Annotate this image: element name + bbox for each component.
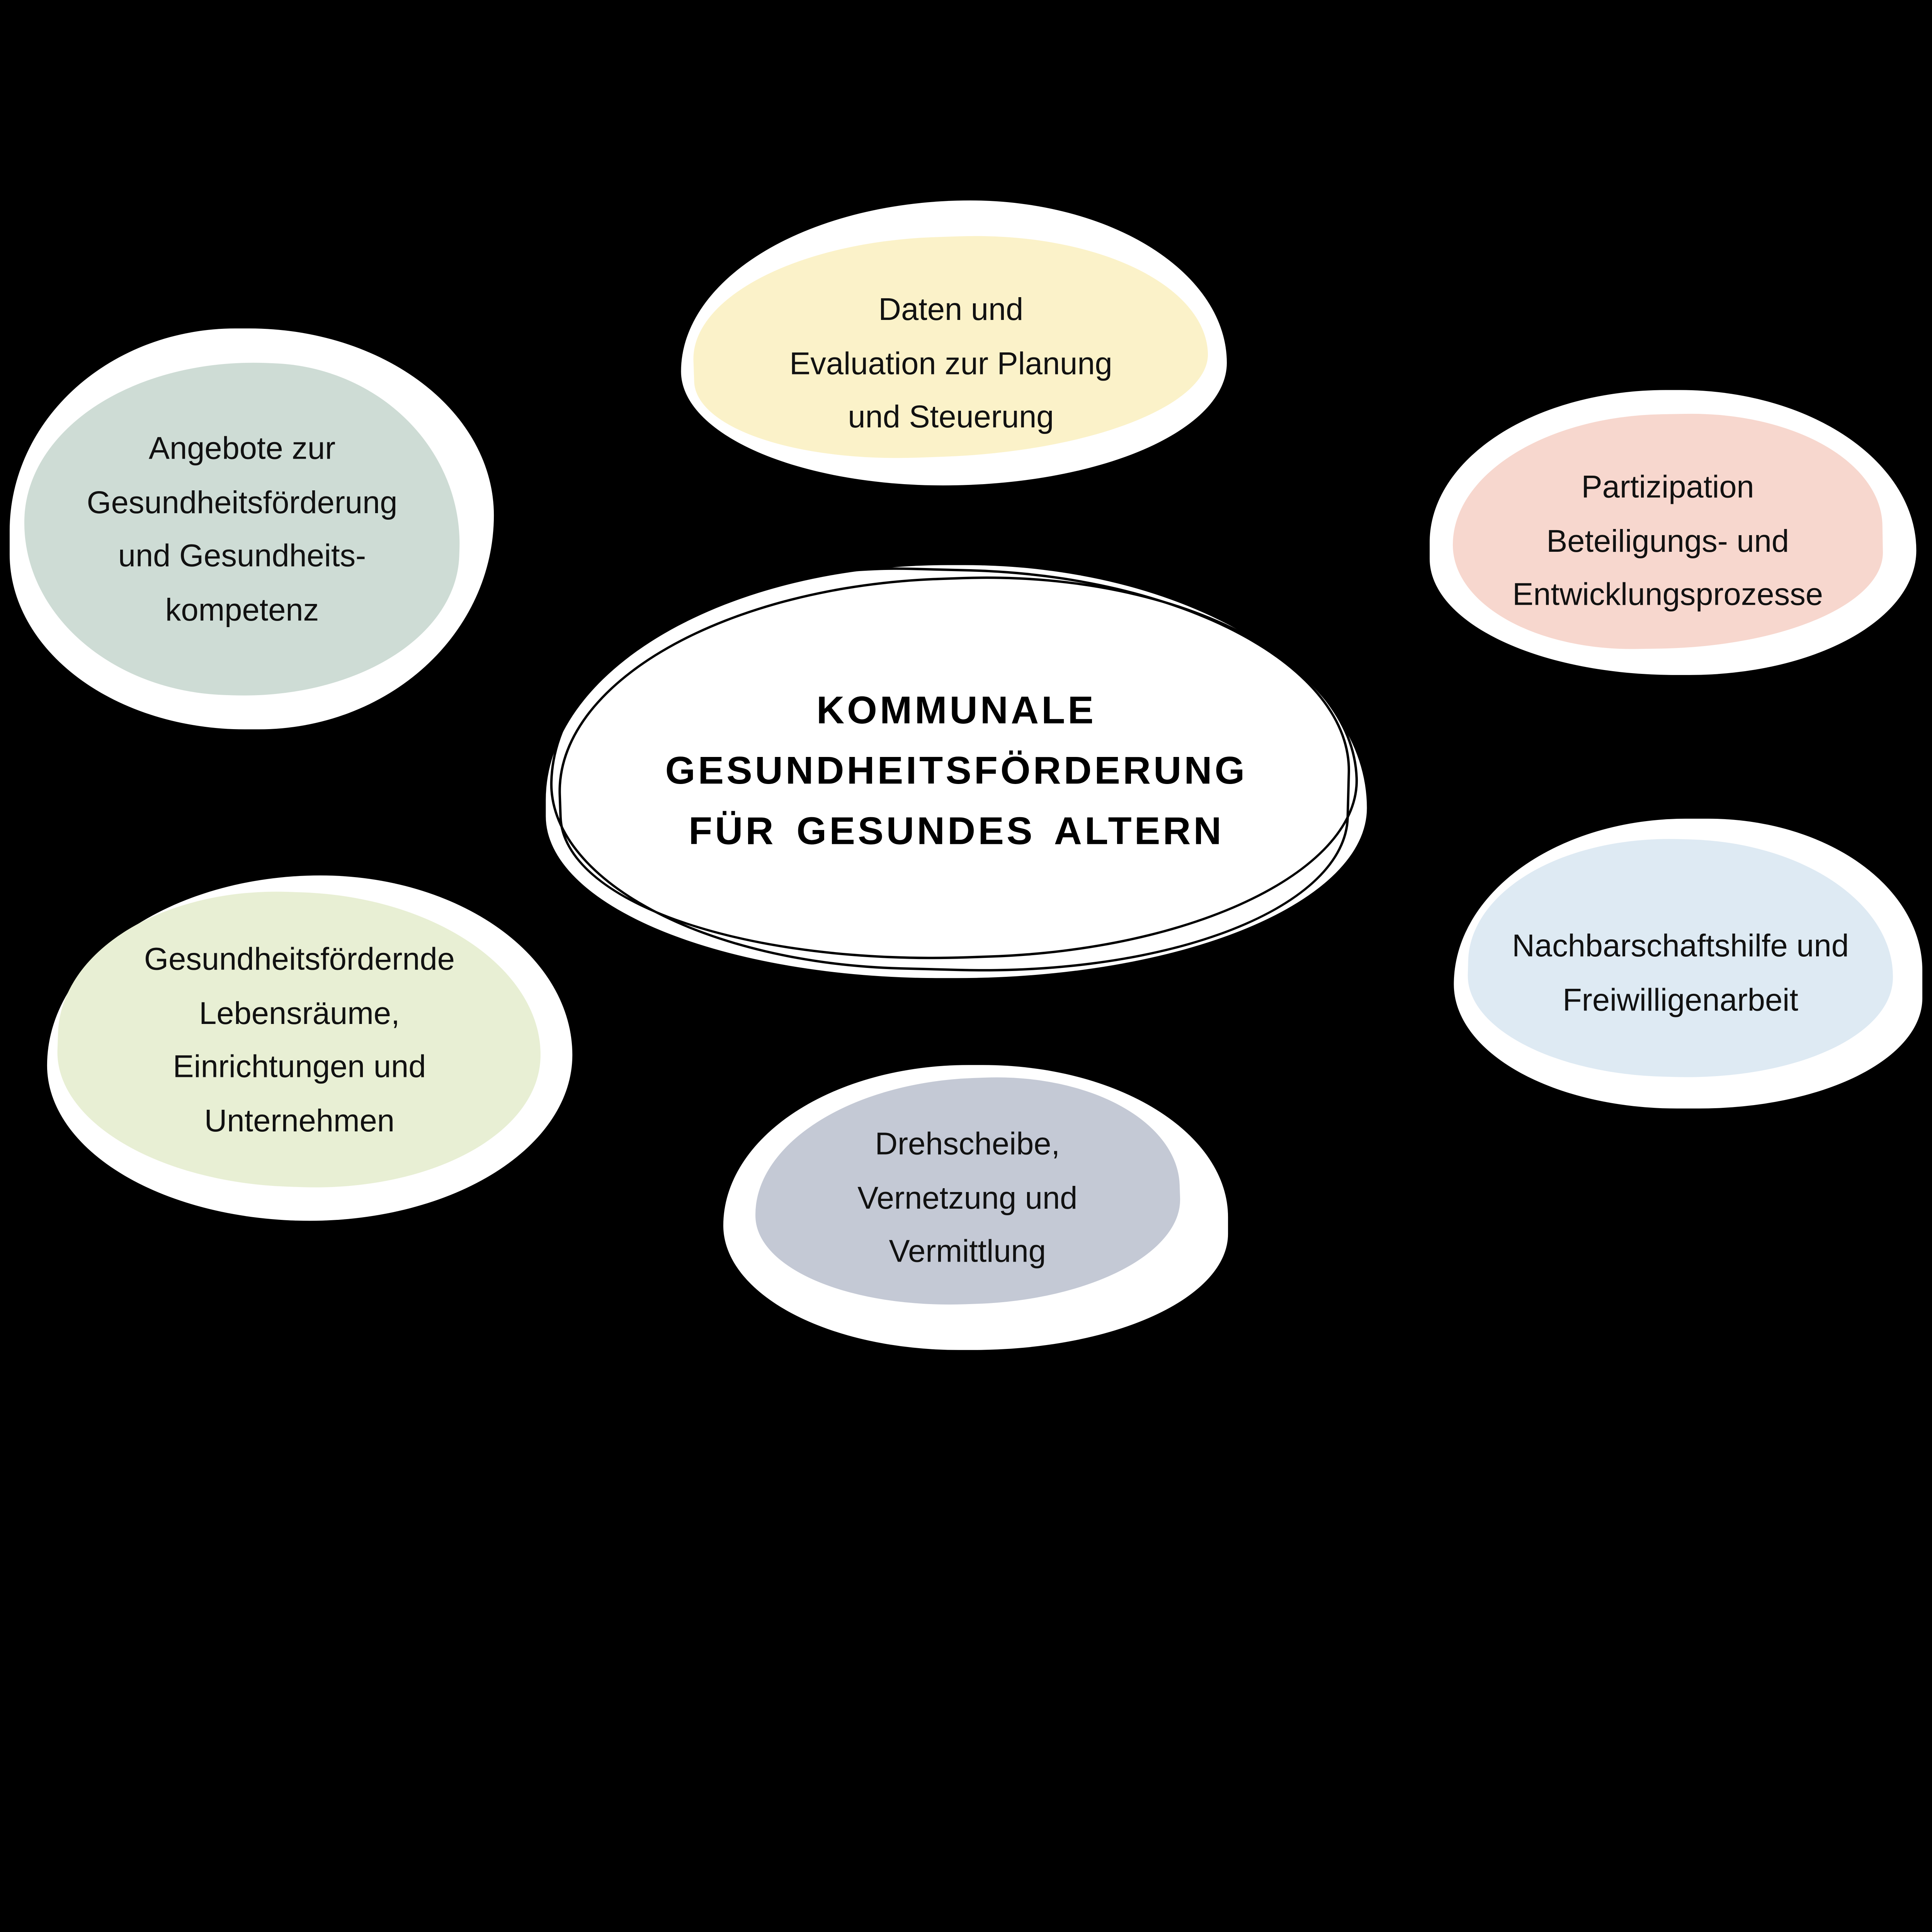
bubble-partizipation: Partizipation Beteiligungs- und Entwickl… [1430,390,1917,675]
center-title: KOMMUNALE GESUNDHEITSFÖRDERUNG FÜR GESUN… [665,688,1248,853]
center-bubble: KOMMUNALE GESUNDHEITSFÖRDERUNG FÜR GESUN… [545,558,1367,981]
bubble-drehscheibe-vernetzung: Drehscheibe, Vernetzung und Vermittlung [723,1065,1228,1350]
diagram-canvas: KOMMUNALE GESUNDHEITSFÖRDERUNG FÜR GESUN… [10,200,1922,1350]
bubble-label: Angebote zur Gesundheitsförderung und Ge… [87,429,398,628]
bubble-label: Daten und Evaluation zur Planung und Ste… [789,291,1112,435]
bubble-label: Partizipation Beteiligungs- und Entwickl… [1512,468,1823,613]
diagram-viewport: KOMMUNALE GESUNDHEITSFÖRDERUNG FÜR GESUN… [10,200,1922,1350]
bubble-label: Gesundheitsfördernde Lebensräume, Einric… [144,940,455,1138]
bubble-gesundheitsfoerdernde-lebensraeume: Gesundheitsfördernde Lebensräume, Einric… [47,875,573,1221]
bubble-angebote-gesundheitsfoerderung: Angebote zur Gesundheitsförderung und Ge… [10,328,494,730]
center-bubble-fill [546,565,1367,978]
bubble-daten-und-evaluation: Daten und Evaluation zur Planung und Ste… [681,200,1227,486]
bubble-nachbarschaftshilfe: Nachbarschaftshilfe und Freiwilligenarbe… [1454,818,1922,1109]
bubble-label: Nachbarschaftshilfe und Freiwilligenarbe… [1512,927,1849,1017]
bubble-label: Drehscheibe, Vernetzung und Vermittlung [857,1126,1078,1270]
